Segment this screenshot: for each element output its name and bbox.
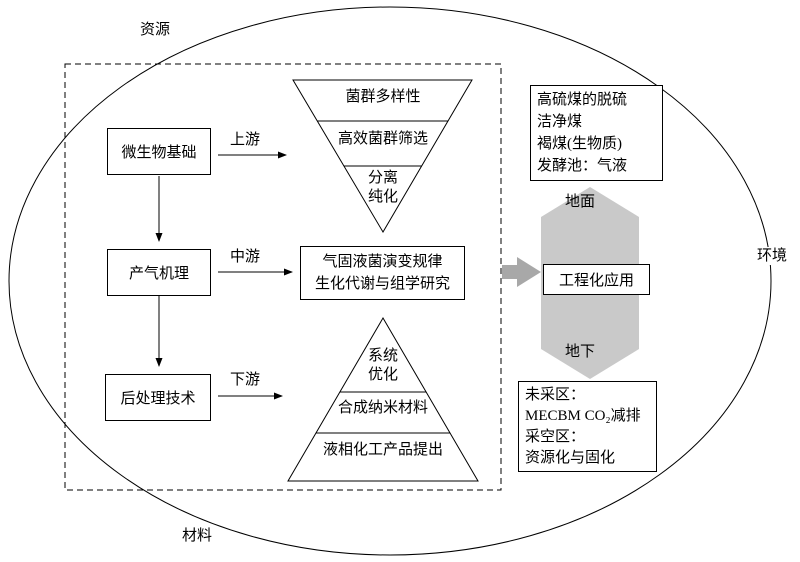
surface-applications-box: 高硫煤的脱硫 洁净煤 褐煤(生物质) 发酵池：气液 bbox=[530, 85, 663, 181]
stage-label-midstream: 中游 bbox=[230, 249, 261, 265]
application-center-box: 工程化应用 bbox=[543, 264, 650, 295]
stage-label-downstream: 下游 bbox=[230, 372, 261, 388]
underground-applications-box: 未采区： MECBM CO₂减排 采空区： 资源化与固化 bbox=[518, 381, 657, 472]
pyramid-section-optimization: 系统 优化 bbox=[367, 348, 398, 383]
flow-box-post-treatment: 后处理技术 bbox=[105, 374, 211, 421]
funnel-section-screening: 高效菌群筛选 bbox=[337, 131, 428, 147]
flow-box-microbial-basis: 微生物基础 bbox=[107, 128, 211, 175]
pyramid-section-liquid-products: 液相化工产品提出 bbox=[322, 442, 443, 458]
outer-ellipse bbox=[8, 6, 772, 556]
ellipse-label-resources: 资源 bbox=[140, 22, 171, 38]
block-arrow-right-icon bbox=[502, 257, 541, 287]
funnel-section-diversity: 菌群多样性 bbox=[345, 89, 421, 105]
lower-pyramid-triangle bbox=[287, 317, 479, 482]
pyramid-section-nanomaterials: 合成纳米材料 bbox=[337, 400, 428, 416]
dashed-boundary bbox=[64, 63, 502, 491]
middle-research-box: 气固液菌演变规律 生化代谢与组学研究 bbox=[300, 246, 465, 300]
flow-box-gas-mechanism: 产气机理 bbox=[107, 249, 211, 296]
funnel-section-separation: 分离 纯化 bbox=[367, 170, 398, 205]
application-label-surface: 地面 bbox=[564, 194, 595, 210]
stage-label-upstream: 上游 bbox=[230, 132, 261, 148]
application-label-underground: 地下 bbox=[564, 344, 595, 360]
upper-funnel-triangle bbox=[292, 79, 473, 233]
ellipse-label-materials: 材料 bbox=[182, 528, 213, 544]
ellipse-label-environment: 环境 bbox=[757, 247, 788, 265]
